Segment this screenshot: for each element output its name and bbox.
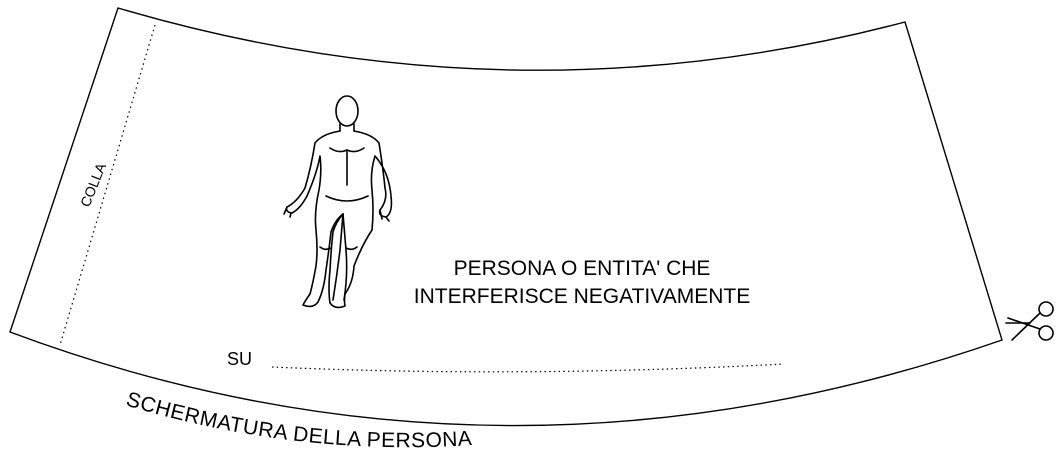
band-outline	[9, 7, 1003, 427]
su-dotted-line	[271, 363, 785, 373]
human-figure-icon	[283, 95, 393, 309]
footer-title-path: SCHERMATURA DELLA PERSONA	[124, 388, 473, 453]
footer-title: SCHERMATURA DELLA PERSONA	[124, 388, 473, 453]
glue-label: COLLA	[77, 160, 109, 209]
main-text-line2: INTERFERISCE NEGATIVAMENTE	[414, 285, 750, 308]
scissors-icon	[1005, 301, 1054, 341]
glue-fold-line	[59, 24, 156, 346]
main-text-line1: PERSONA O ENTITA' CHE	[454, 257, 711, 280]
su-label: SU	[227, 349, 252, 369]
